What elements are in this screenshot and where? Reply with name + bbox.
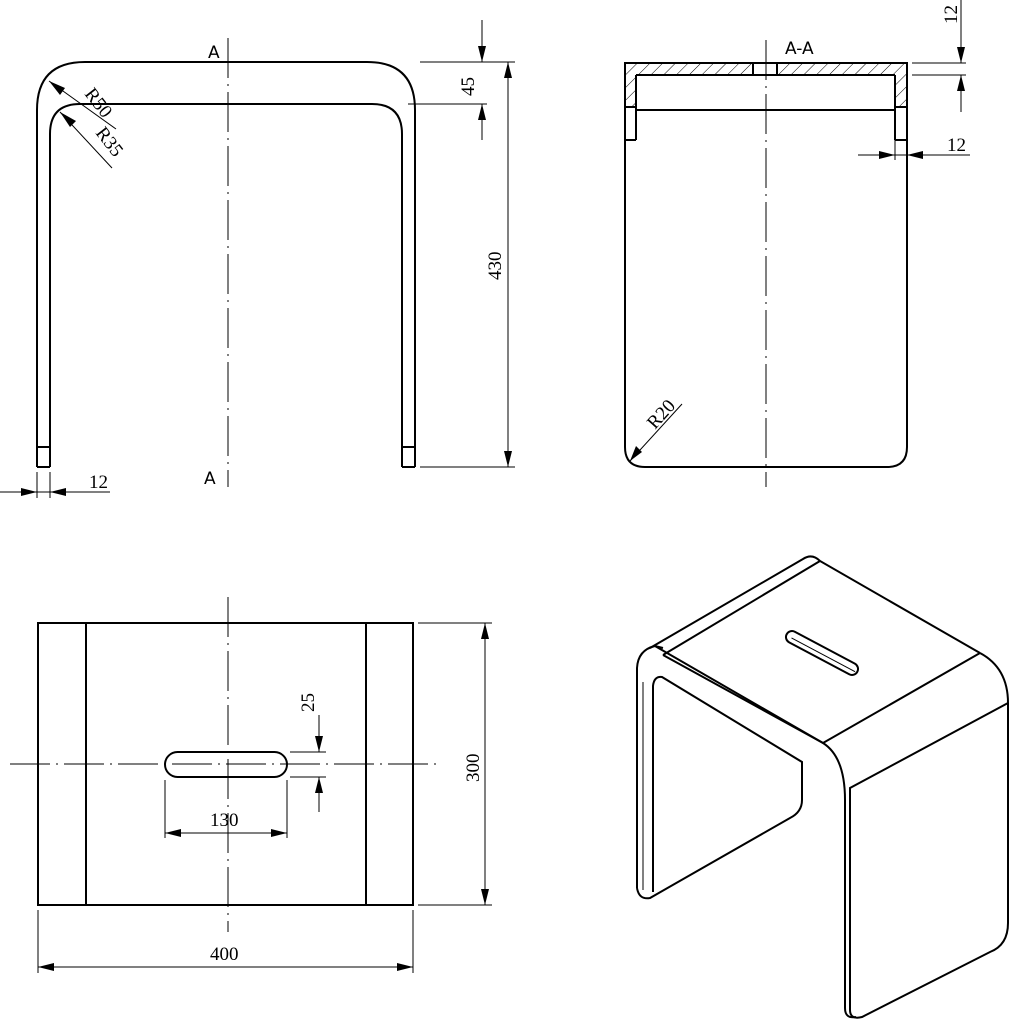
section-mark-top: A <box>208 43 220 63</box>
svg-text:300: 300 <box>463 754 484 783</box>
svg-text:400: 400 <box>210 944 239 965</box>
section-view: A-A 12 12 R20 <box>624 0 970 487</box>
section-hatch-top-left <box>625 63 753 107</box>
svg-text:12: 12 <box>947 135 966 156</box>
radius-r20: R20 <box>629 396 683 462</box>
iso-seat-front-edge <box>654 645 857 1019</box>
section-title: A-A <box>785 39 814 59</box>
dimension-leg-12: 12 <box>0 472 110 498</box>
section-outline <box>624 62 908 468</box>
iso-seat-front-edge-inner <box>662 652 981 745</box>
radius-r50: R50 <box>48 80 117 130</box>
iso-left-leg-inner <box>636 675 803 900</box>
svg-text:12: 12 <box>89 472 108 493</box>
dimension-400: 400 <box>37 910 414 973</box>
svg-text:R20: R20 <box>643 396 680 434</box>
dimension-430: 430 <box>420 61 515 468</box>
svg-text:R50: R50 <box>80 84 116 122</box>
svg-text:25: 25 <box>298 693 319 712</box>
dimension-25: 25 <box>290 693 326 812</box>
iso-left-leg-outer <box>636 644 664 888</box>
svg-text:R35: R35 <box>91 123 127 161</box>
iso-slot <box>784 630 860 676</box>
dimension-130: 130 <box>164 780 288 838</box>
dimension-45: 45 <box>408 20 487 140</box>
svg-text:130: 130 <box>210 810 239 831</box>
svg-text:45: 45 <box>458 77 479 96</box>
iso-seat-back-rim <box>649 555 981 654</box>
isometric-view <box>636 555 1009 1019</box>
svg-text:12: 12 <box>941 5 962 24</box>
right-leg-foot <box>402 446 415 468</box>
front-view: A A 45 430 12 R50 <box>0 20 515 498</box>
iso-right-leg <box>849 652 1009 1019</box>
front-inner-outline <box>49 103 403 467</box>
dimension-wall-12: 12 <box>858 135 970 160</box>
iso-seat-back-rim-inner <box>662 560 821 656</box>
left-leg-foot <box>37 446 50 468</box>
section-mark-bottom: A <box>204 469 216 489</box>
front-outer-outline <box>36 61 416 467</box>
svg-text:430: 430 <box>485 252 506 281</box>
section-hatch-top-right <box>777 63 907 107</box>
radius-r35: R35 <box>59 111 127 169</box>
top-view: 25 130 300 400 <box>10 597 492 973</box>
dimension-top-12: 12 <box>912 0 966 112</box>
dimension-300: 300 <box>418 622 492 906</box>
